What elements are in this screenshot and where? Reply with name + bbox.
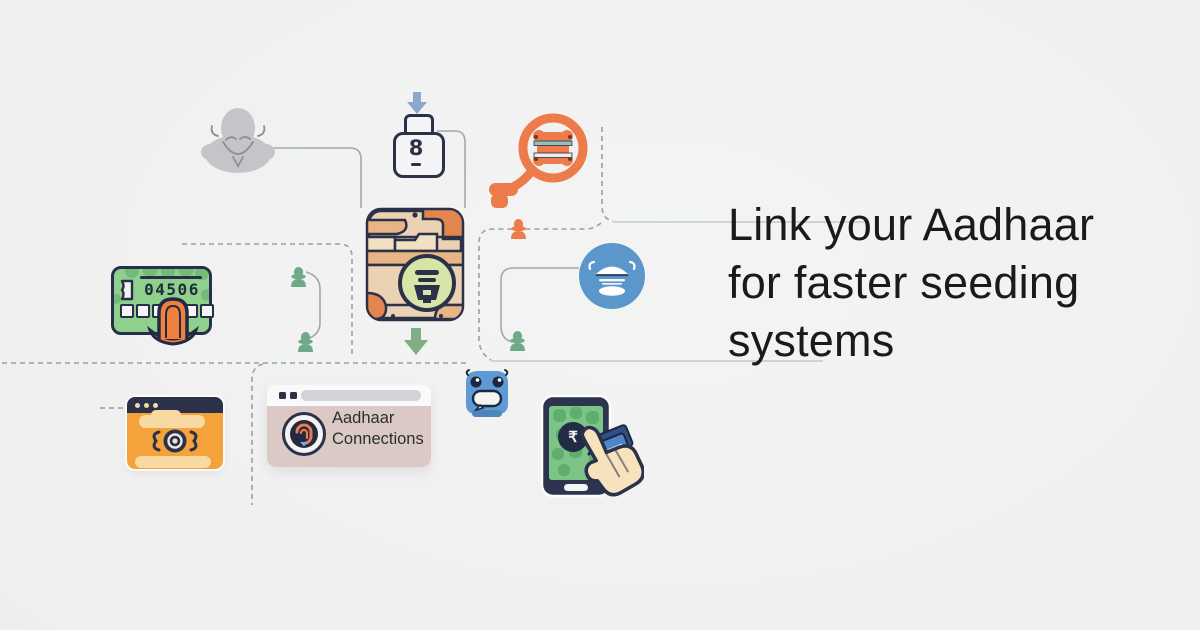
dash-chip-down <box>601 127 614 222</box>
payment-phone-icon <box>540 394 644 498</box>
fingerprint-badge-icon <box>282 412 326 456</box>
money-browser-icon <box>127 397 223 469</box>
solid-connectors <box>270 130 579 343</box>
title-line-2: Connections <box>332 430 424 448</box>
cloud-shape <box>135 456 211 468</box>
fingerprint-card-icon: 04506 <box>111 264 214 346</box>
lock-icon <box>393 132 445 178</box>
down-arrow-icon <box>404 328 428 355</box>
ticket-icon <box>120 279 134 301</box>
coin-emblem-icon <box>152 429 198 453</box>
browser-titlebar <box>127 397 223 413</box>
user-node-icon-orange <box>511 219 526 239</box>
window-dot <box>135 402 140 408</box>
window-dot <box>144 402 149 408</box>
user-node-icon-green-2 <box>298 332 313 352</box>
headline-line-2: for faster seeding <box>728 257 1080 308</box>
headline: Link your Aadhaar for faster seeding sys… <box>728 196 1158 370</box>
line-usernode-bracket <box>303 271 321 341</box>
line-person-to-card <box>270 147 362 208</box>
headline-line-3: systems <box>728 315 895 366</box>
bank-circle-icon <box>579 243 645 309</box>
headline-line-1: Link your Aadhaar <box>728 199 1095 250</box>
chip-glyph <box>533 130 573 166</box>
connections-window-title: Aadhaar Connections <box>332 408 432 450</box>
dash-top-left <box>182 243 353 358</box>
cloud-shape <box>151 410 181 420</box>
chip-badge-icon <box>489 113 588 208</box>
card-rule <box>140 276 202 279</box>
title-line-1: Aadhaar <box>332 409 395 427</box>
line-lock-to-card <box>437 130 466 208</box>
person-silhouette-icon <box>201 108 275 173</box>
lock-tick-mark <box>411 163 421 166</box>
pointing-hand <box>580 425 644 497</box>
pipe-connector-icon <box>489 167 536 208</box>
rupee-symbol: ₹ <box>568 429 578 446</box>
browser-body <box>127 410 223 469</box>
dash-orange-node-loop <box>478 222 602 361</box>
thin-connectors <box>491 221 866 362</box>
user-node-icon-green-1 <box>291 267 306 287</box>
window-body <box>267 406 431 467</box>
card-number: 04506 <box>144 280 200 299</box>
lock-digit: 8 <box>408 136 424 160</box>
dashed-connectors <box>2 127 614 505</box>
download-arrow-icon <box>407 92 427 114</box>
dash-down-between-windows <box>251 363 264 505</box>
window-control <box>279 392 286 399</box>
id-card-icon <box>365 207 465 322</box>
fingerprint-arch-icon <box>146 297 200 346</box>
window-dot <box>153 402 158 408</box>
window-titlebar <box>267 385 431 406</box>
connections-window <box>267 383 431 467</box>
window-control <box>290 392 297 399</box>
address-bar <box>301 390 421 401</box>
user-node-icon-green-3 <box>510 331 525 351</box>
chat-robot-icon <box>465 369 509 417</box>
line-bank-to-usernode <box>500 267 579 343</box>
card-seal-glyph <box>414 270 440 303</box>
